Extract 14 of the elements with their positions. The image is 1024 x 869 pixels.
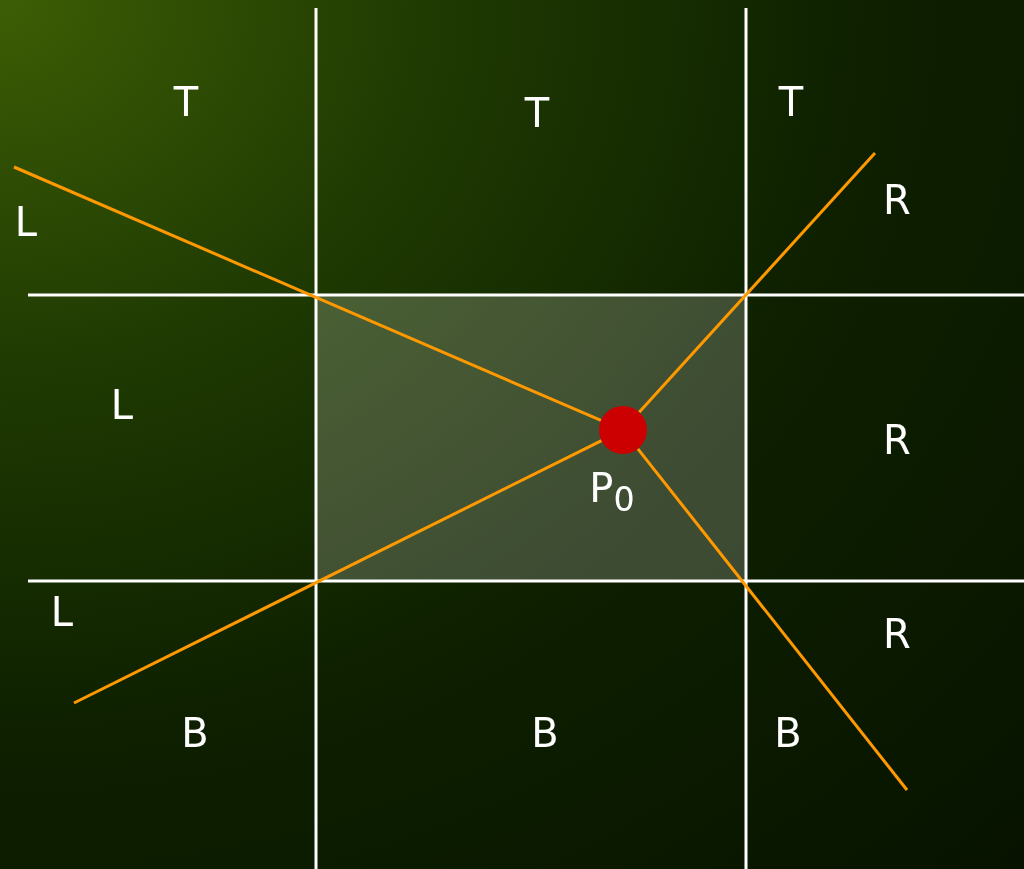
region-label: B xyxy=(181,713,209,753)
region-label: B xyxy=(774,713,802,753)
region-label: L xyxy=(50,592,74,632)
region-label: L xyxy=(110,385,134,425)
region-label: R xyxy=(883,420,911,460)
region-label: B xyxy=(531,713,559,753)
point-label: P$_{0}$ xyxy=(589,467,635,517)
region-label: L xyxy=(14,202,38,242)
region-label: T xyxy=(173,82,199,122)
point-dot xyxy=(599,406,647,454)
region-label: R xyxy=(883,180,911,220)
region-label: T xyxy=(524,93,550,133)
region-label: T xyxy=(778,82,804,122)
region-label: R xyxy=(883,614,911,654)
